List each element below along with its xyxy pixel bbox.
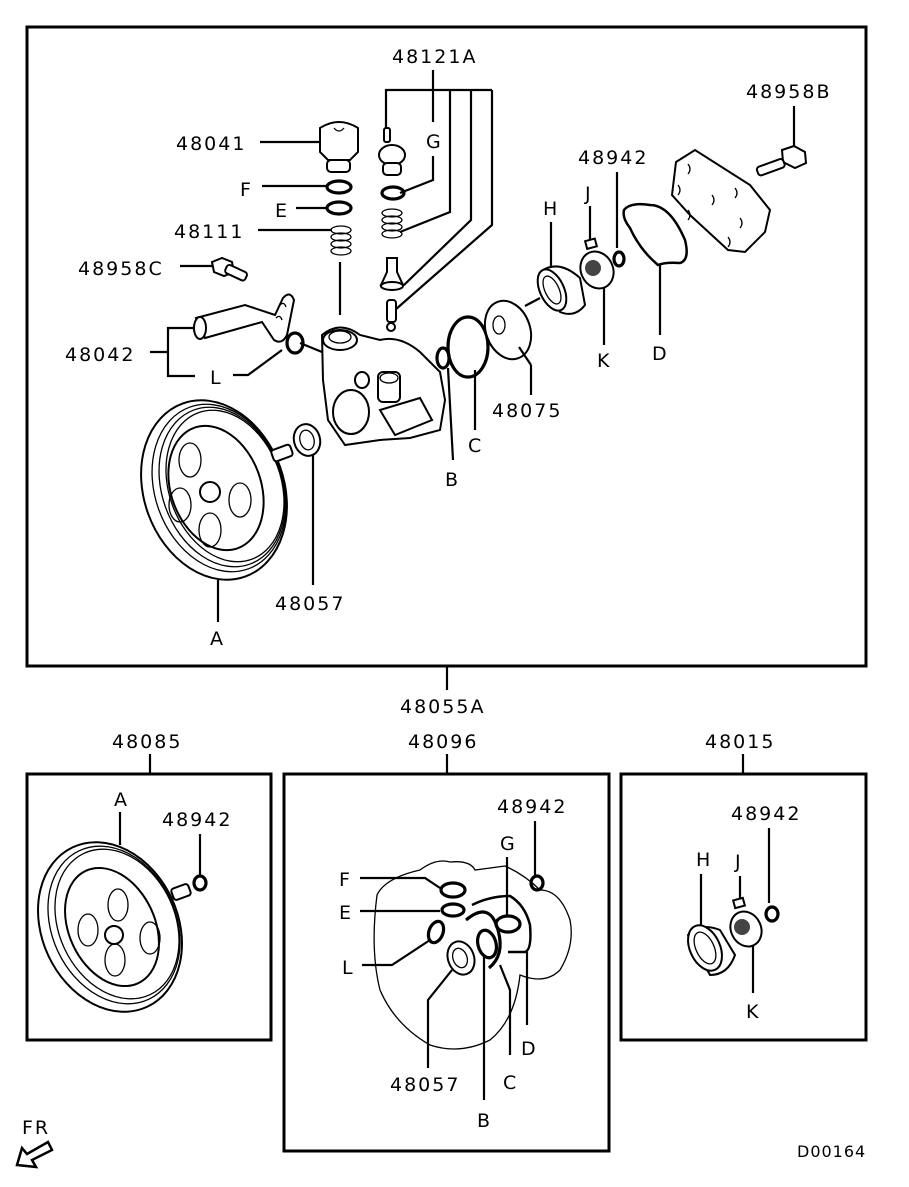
spring-icon <box>330 225 352 256</box>
callout-A-main: A <box>140 399 294 650</box>
label-H-kit[interactable]: H <box>696 849 712 871</box>
callout-48121A: 48121A G <box>384 46 494 311</box>
label-C-main[interactable]: C <box>468 435 483 457</box>
label-48121A[interactable]: 48121A <box>392 46 477 68</box>
callout-48958C: 48958C <box>78 256 248 282</box>
label-E-kit[interactable]: E <box>339 902 353 924</box>
callout-J-K-48942-main: J K 48942 <box>578 147 648 372</box>
label-48942-kit-48096[interactable]: 48942 <box>497 796 567 818</box>
callout-48111: 48111 <box>174 221 352 315</box>
callout-C-main: C <box>446 315 490 457</box>
kit-48096-part-number[interactable]: 48096 <box>408 731 478 753</box>
pulley-icon <box>37 841 192 1013</box>
label-L-main[interactable]: L <box>210 367 223 389</box>
label-K-kit[interactable]: K <box>746 1001 760 1023</box>
label-48041[interactable]: 48041 <box>176 133 246 155</box>
label-A-kit[interactable]: A <box>114 789 129 811</box>
label-D-main[interactable]: D <box>652 343 669 365</box>
relief-valve-parts <box>378 127 406 332</box>
label-D-kit[interactable]: D <box>521 1038 538 1060</box>
callout-48042: 48042 L <box>65 293 305 389</box>
label-48942-kit-48085[interactable]: 48942 <box>162 809 232 831</box>
callout-48041: 48041 <box>176 121 359 173</box>
label-48075[interactable]: 48075 <box>492 400 562 422</box>
bolt-icon <box>210 256 248 282</box>
kit-48085: 48085 A 48942 <box>25 731 273 1042</box>
front-orientation-indicator: FR <box>15 1117 54 1169</box>
label-L-kit[interactable]: L <box>342 957 355 979</box>
kit-48085-part-number[interactable]: 48085 <box>112 731 182 753</box>
label-B-kit[interactable]: B <box>477 1110 492 1132</box>
label-B-main[interactable]: B <box>445 469 460 491</box>
callout-F-E: F E <box>240 179 353 222</box>
main-assembly-frame: 48055A <box>25 25 868 718</box>
callout-H-main: H <box>536 198 587 315</box>
label-48942-main[interactable]: 48942 <box>578 147 648 169</box>
label-48942-kit-48015[interactable]: 48942 <box>731 803 801 825</box>
kit-48015-part-number[interactable]: 48015 <box>705 731 775 753</box>
label-J-kit[interactable]: J <box>734 851 743 873</box>
callout-D-main: D <box>622 202 688 365</box>
label-A-main[interactable]: A <box>210 628 225 650</box>
label-48042[interactable]: 48042 <box>65 344 135 366</box>
label-F-kit[interactable]: F <box>339 869 352 891</box>
callout-B-main: B <box>435 346 460 491</box>
figure-code: D00164 <box>797 1142 866 1161</box>
pulley-icon <box>140 399 294 581</box>
label-48057-main[interactable]: 48057 <box>275 593 345 615</box>
label-F-main[interactable]: F <box>240 179 253 201</box>
label-48111[interactable]: 48111 <box>174 221 244 243</box>
pump-body <box>299 326 447 447</box>
label-G-kit[interactable]: G <box>500 833 517 855</box>
kit-48015: 48015 48942 H J K <box>619 731 868 1042</box>
label-J-main[interactable]: J <box>584 183 593 205</box>
bolt-icon <box>755 144 808 177</box>
front-arrow-icon <box>15 1140 54 1169</box>
kit-48096: 48096 48942 G F E L 48057 B C <box>282 731 611 1153</box>
label-H-main[interactable]: H <box>543 198 559 220</box>
main-assembly-part-number[interactable]: 48055A <box>400 696 485 718</box>
label-K-main[interactable]: K <box>597 350 611 372</box>
label-G-main[interactable]: G <box>426 131 443 153</box>
label-48958C[interactable]: 48958C <box>78 258 164 280</box>
label-48057-kit[interactable]: 48057 <box>390 1074 460 1096</box>
spring-icon <box>381 208 403 239</box>
callout-48958B: 48958B <box>670 81 831 254</box>
label-48958B[interactable]: 48958B <box>746 81 831 103</box>
orientation-label: FR <box>22 1117 50 1139</box>
callout-48057-main: 48057 <box>275 423 345 615</box>
label-C-kit[interactable]: C <box>503 1072 518 1094</box>
label-E-main[interactable]: E <box>275 200 289 222</box>
hose-fitting-icon <box>193 293 296 343</box>
callout-48075: 48075 <box>483 297 562 422</box>
